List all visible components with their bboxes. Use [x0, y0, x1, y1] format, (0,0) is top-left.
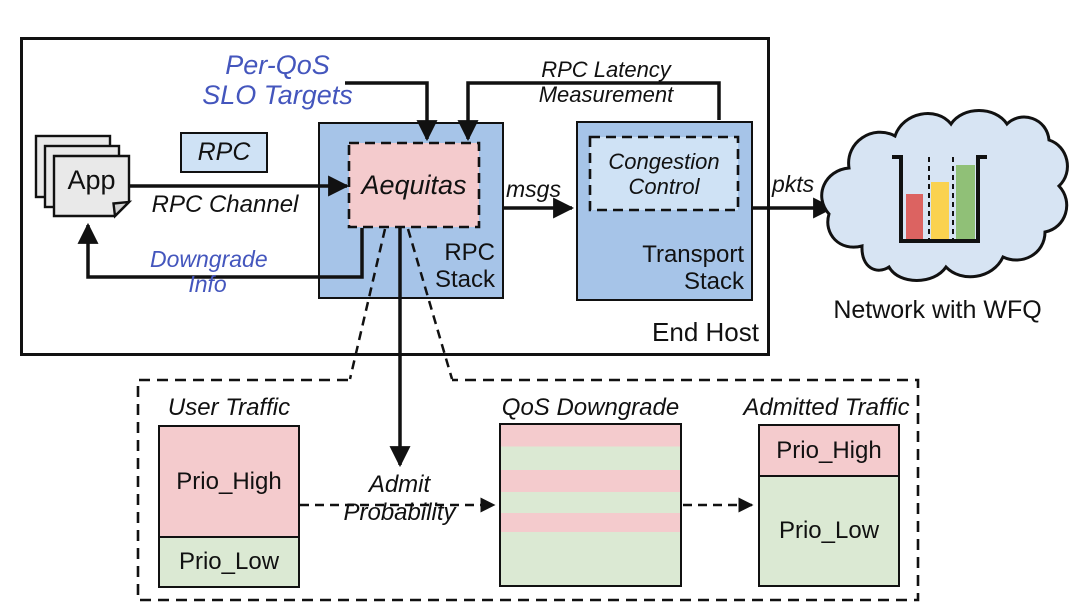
- wfq-queue-outline: [892, 155, 987, 243]
- end-host-box: End Host: [20, 37, 770, 356]
- rpc-stack-label-line2: Stack: [434, 266, 495, 293]
- rpc-chip-label: RPC: [197, 138, 251, 166]
- admitted-high-section: Prio_High: [760, 426, 898, 475]
- admit-line1: Admit: [368, 471, 431, 498]
- downgrade-line1: Downgrade: [150, 246, 268, 272]
- cloud-shape: [820, 109, 1069, 282]
- pkts-label: pkts: [772, 171, 815, 197]
- rpc-chip: RPC: [180, 132, 268, 173]
- user-traffic-high-section: Prio_High: [160, 427, 298, 536]
- wfq-bar-green: [956, 165, 975, 239]
- user-prio-high-label: Prio_High: [176, 467, 282, 495]
- network-wfq-label: Network with WFQ: [833, 296, 1042, 324]
- admitted-traffic-box: Prio_High Prio_Low: [758, 424, 900, 587]
- wfq-bar-yellow: [931, 182, 949, 239]
- app-label: App: [67, 165, 116, 195]
- user-traffic-low-section: Prio_Low: [160, 536, 298, 586]
- aequitas-box: Aequitas: [349, 143, 479, 227]
- transport-stack-label-line1: Transport: [642, 241, 744, 268]
- user-traffic-box: Prio_High Prio_Low: [158, 425, 300, 588]
- rpc-latency-line1: RPC Latency: [541, 57, 671, 82]
- wfq-bar-red: [906, 194, 923, 239]
- transport-stack-label-line2: Stack: [683, 268, 744, 295]
- congestion-control-box: Congestion Control: [590, 137, 738, 210]
- downgrade-info-label: Downgrade Info: [150, 246, 268, 297]
- rpc-stack-label-line1: RPC: [444, 239, 495, 266]
- rpc-stack-label: RPC Stack: [435, 239, 495, 293]
- user-traffic-title: User Traffic: [167, 394, 291, 421]
- transport-stack-label: Transport Stack: [642, 241, 744, 295]
- admitted-low-section: Prio_Low: [760, 475, 898, 585]
- per-qos-line1: Per-QoS: [225, 50, 330, 80]
- rpc-channel-label: RPC Channel: [151, 191, 299, 218]
- congestion-control-line1: Congestion: [608, 148, 720, 174]
- admit-line2: Probability: [343, 499, 456, 526]
- msgs-label: msgs: [506, 176, 561, 202]
- per-qos-line2: SLO Targets: [202, 80, 353, 110]
- admitted-traffic-title: Admitted Traffic: [743, 394, 910, 421]
- user-prio-low-label: Prio_Low: [178, 548, 280, 575]
- qos-downgrade-title: QoS Downgrade: [501, 394, 680, 421]
- rpc-latency-line2: Measurement: [538, 82, 674, 107]
- end-host-label: End Host: [652, 317, 759, 347]
- congestion-control-line2: Control: [628, 173, 700, 199]
- admitted-prio-low-label: Prio_Low: [778, 517, 880, 544]
- per-qos-slo-label: Per-QoS SLO Targets: [185, 50, 370, 110]
- rpc-latency-label: RPC Latency Measurement: [535, 57, 677, 107]
- admit-probability-label: Admit Probability: [322, 471, 477, 527]
- downgrade-line2: Info: [188, 271, 227, 297]
- qos-downgrade-box: [499, 423, 682, 587]
- aequitas-label: Aequitas: [361, 169, 467, 200]
- congestion-control-label: Congestion Control: [608, 149, 719, 199]
- admitted-prio-high-label: Prio_High: [776, 436, 882, 464]
- network-cloud-icon: [820, 109, 1069, 282]
